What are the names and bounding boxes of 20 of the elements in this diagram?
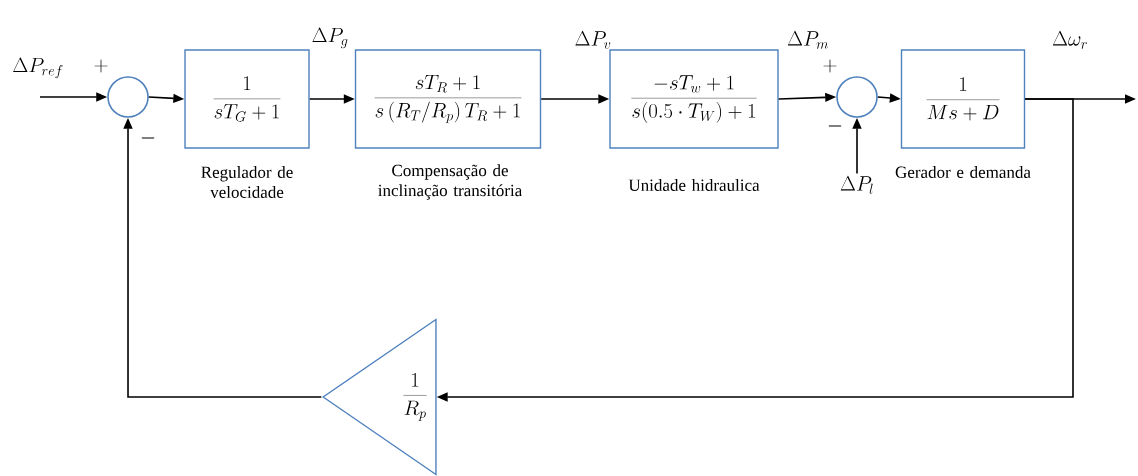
block-caption: Compensação de inclinação transitória [378,164,522,200]
signal-label: $+$ [94,59,108,73]
transfer-function-block: $\frac{1}{Ms + D}$ [900,49,1026,149]
block-caption: Gerador e demanda [895,166,1031,178]
transfer-function-block: $\frac{sT_R + 1}{s\left(R_T/R_p\right)T_R + 1}$ [354,49,542,149]
summing-junction [107,76,149,118]
block-caption: Regulador de velocidade [201,166,293,198]
signal-label: $\Delta P_g$ [312,27,348,49]
signal-label: $\Delta P_m$ [787,30,829,49]
block-caption: Unidade hidraulica [628,179,760,191]
signal-label: $+$ [823,59,837,73]
signal-label: $\Delta\omega_r$ [1052,30,1087,49]
signal-label: $\Delta P_l$ [840,175,873,194]
signal-label: $\Delta P_{ref}$ [13,57,63,79]
signal-label: $-$ [828,125,842,127]
signal-label: $\Delta P_v$ [575,30,611,49]
transfer-function-block: $\frac{1}{sT_G + 1}$ [184,49,310,149]
transfer-function-block: $\frac{-sT_w + 1}{s(0.5 \cdot T_W) + 1}$ [609,49,779,149]
summing-junction [836,76,878,118]
signal-label: $-$ [141,137,155,139]
